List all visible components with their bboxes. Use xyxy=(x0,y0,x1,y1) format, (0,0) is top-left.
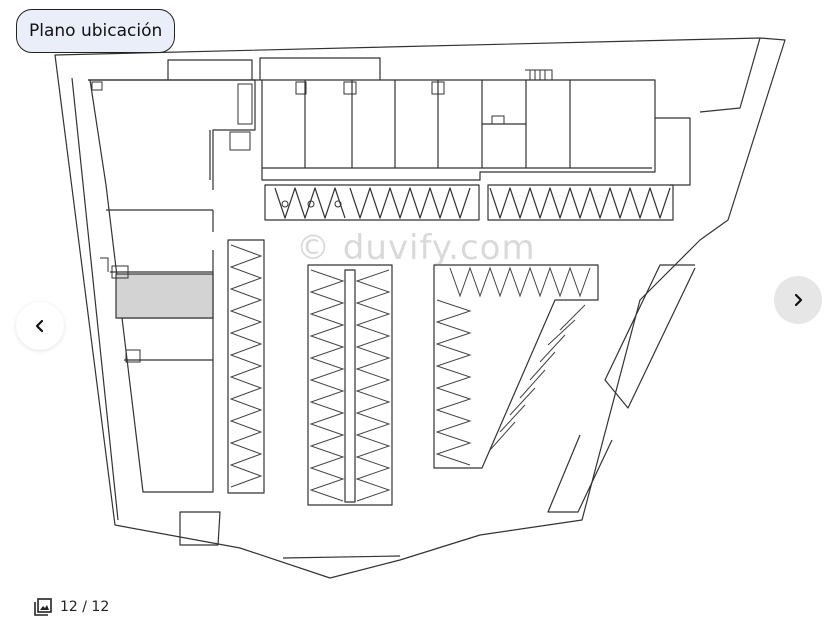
chevron-right-icon xyxy=(791,293,805,307)
top-building-outline xyxy=(88,79,656,181)
plan-title-badge: Plano ubicación xyxy=(16,9,176,53)
left-building-outline xyxy=(88,79,256,493)
image-counter: 12 / 12 xyxy=(34,598,109,616)
chevron-left-icon xyxy=(33,319,47,333)
next-image-button[interactable] xyxy=(774,276,822,324)
gallery-icon xyxy=(34,598,52,616)
site-boundary xyxy=(54,37,786,579)
previous-image-button[interactable] xyxy=(16,302,64,350)
image-counter-text: 12 / 12 xyxy=(60,599,110,615)
highlighted-unit xyxy=(115,273,214,319)
